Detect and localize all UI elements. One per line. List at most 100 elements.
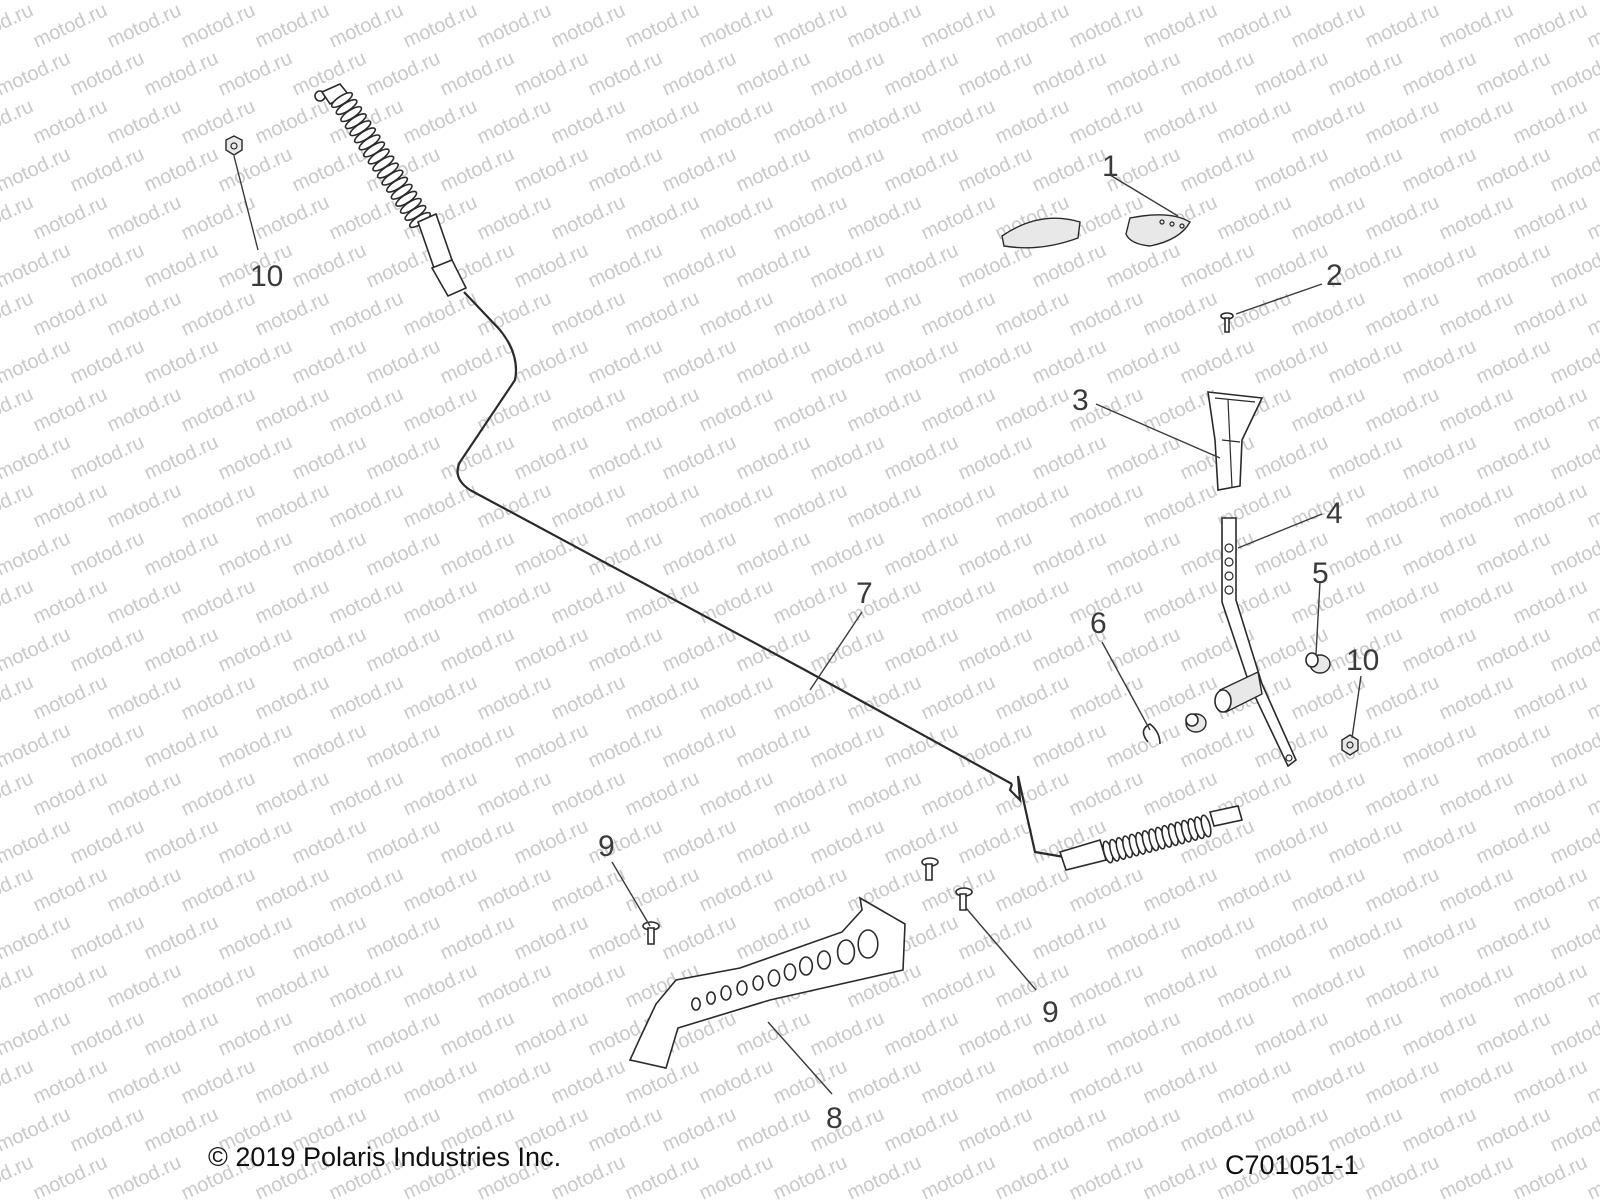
watermark-text: motod.ru [807, 431, 888, 484]
part-4-shift-lever[interactable] [1214, 517, 1297, 768]
watermark-text: motod.ru [1473, 239, 1554, 292]
watermark-text: motod.ru [1399, 431, 1480, 484]
watermark-text: motod.ru [104, 95, 185, 148]
callout-5: 5 [1312, 557, 1329, 590]
watermark-text: motod.ru [992, 383, 1073, 436]
watermark-text: motod.ru [1547, 527, 1600, 580]
part-8-mounting-bracket[interactable] [628, 896, 906, 1069]
watermark-text: motod.ru [1547, 239, 1600, 292]
watermark-text: motod.ru [1436, 479, 1517, 532]
watermark-text: motod.ru [1029, 719, 1110, 772]
watermark-text: motod.ru [1103, 1103, 1184, 1156]
watermark-text: motod.ru [215, 47, 296, 100]
watermark-text: motod.ru [1399, 143, 1480, 196]
watermark-text: motod.ru [1584, 383, 1600, 436]
watermark-text: motod.ru [844, 1151, 925, 1200]
watermark-text: motod.ru [252, 479, 333, 532]
part-1-shift-knob-cap[interactable] [1001, 214, 1191, 249]
watermark-text: motod.ru [1288, 191, 1369, 244]
watermark-text: motod.ru [955, 911, 1036, 964]
part-6-washer[interactable] [1185, 713, 1207, 733]
watermark-text: motod.ru [252, 191, 333, 244]
watermark-text: motod.ru [474, 767, 555, 820]
watermark-text: motod.ru [1029, 143, 1110, 196]
watermark-text: motod.ru [178, 95, 259, 148]
watermark-text: motod.ru [67, 335, 148, 388]
watermark-text: motod.ru [1325, 143, 1406, 196]
watermark-text: motod.ru [1436, 671, 1517, 724]
watermark-text: motod.ru [770, 767, 851, 820]
bracket-hole [783, 963, 797, 981]
watermark-text: motod.ru [67, 623, 148, 676]
watermark-text: motod.ru [1066, 287, 1147, 340]
watermark-text: motod.ru [622, 575, 703, 628]
watermark-text: motod.ru [141, 47, 222, 100]
watermark-text: motod.ru [918, 1055, 999, 1108]
watermark-text: motod.ru [1288, 95, 1369, 148]
watermark-text: motod.ru [992, 0, 1073, 53]
watermark-text: motod.ru [178, 863, 259, 916]
watermark-text: motod.ru [548, 1055, 629, 1108]
watermark-text: motod.ru [178, 287, 259, 340]
watermark-text: motod.ru [548, 575, 629, 628]
watermark-text: motod.ru [141, 1007, 222, 1060]
part-9-bolt-left[interactable] [642, 921, 660, 945]
watermark-text: motod.ru [252, 1055, 333, 1108]
watermark-text: motod.ru [0, 527, 74, 580]
watermark-text: motod.ru [548, 479, 629, 532]
watermark-text: motod.ru [585, 431, 666, 484]
watermark-text: motod.ru [363, 335, 444, 388]
watermark-text: motod.ru [0, 911, 74, 964]
part-3-shifter-boot[interactable] [1207, 391, 1264, 491]
watermark-text: motod.ru [1288, 1055, 1369, 1108]
part-2-screw[interactable] [1220, 312, 1234, 333]
watermark-text: motod.ru [1177, 143, 1258, 196]
watermark-text: motod.ru [67, 719, 148, 772]
part-5-bushing[interactable] [1305, 652, 1331, 674]
watermark-text: motod.ru [0, 623, 74, 676]
watermark-text: motod.ru [1584, 959, 1600, 1012]
watermark-text: motod.ru [1288, 0, 1369, 53]
callout-6: 6 [1090, 607, 1107, 640]
part-10-nut-left[interactable] [225, 135, 243, 156]
watermark-text: motod.ru [30, 863, 111, 916]
watermark-text: motod.ru [326, 479, 407, 532]
part-10-nut-right[interactable] [1341, 734, 1359, 756]
part-9-bolt-mid-lower[interactable] [955, 887, 973, 911]
watermark-text: motod.ru [622, 95, 703, 148]
part-6-clip[interactable] [1142, 723, 1161, 745]
watermark-text: motod.ru [807, 1007, 888, 1060]
part-9-bolt-mid-upper[interactable] [921, 857, 939, 881]
watermark-text: motod.ru [1251, 911, 1332, 964]
watermark-text: motod.ru [955, 623, 1036, 676]
watermark-text: motod.ru [1103, 431, 1184, 484]
watermark-text: motod.ru [807, 239, 888, 292]
watermark-text: motod.ru [1362, 767, 1443, 820]
watermark-text: motod.ru [1177, 335, 1258, 388]
watermark-text: motod.ru [585, 239, 666, 292]
watermark-text: motod.ru [1251, 815, 1332, 868]
watermark-text: motod.ru [1547, 1007, 1600, 1060]
watermark-text: motod.ru [215, 431, 296, 484]
bracket-hole [752, 975, 764, 991]
watermark-text: motod.ru [585, 719, 666, 772]
watermark-text: motod.ru [1029, 1007, 1110, 1060]
watermark-text: motod.ru [289, 911, 370, 964]
leader-lines [233, 155, 1362, 1095]
watermark-text: motod.ru [1362, 383, 1443, 436]
watermark-text: motod.ru [400, 575, 481, 628]
watermark-text: motod.ru [1029, 1103, 1110, 1156]
watermark-text: motod.ru [1473, 431, 1554, 484]
watermark-text: motod.ru [548, 671, 629, 724]
part-7-shift-cable[interactable] [314, 83, 1244, 871]
watermark-text: motod.ru [363, 911, 444, 964]
watermark-text: motod.ru [770, 863, 851, 916]
watermark-text: motod.ru [1325, 431, 1406, 484]
callout-9-left: 9 [598, 830, 615, 863]
callout-numbers: 1 2 3 4 5 6 7 8 9 9 10 10 [250, 150, 1379, 1135]
watermark-text: motod.ru [1436, 191, 1517, 244]
watermark-text: motod.ru [178, 383, 259, 436]
watermark-text: motod.ru [363, 527, 444, 580]
bracket-hole [857, 929, 879, 959]
